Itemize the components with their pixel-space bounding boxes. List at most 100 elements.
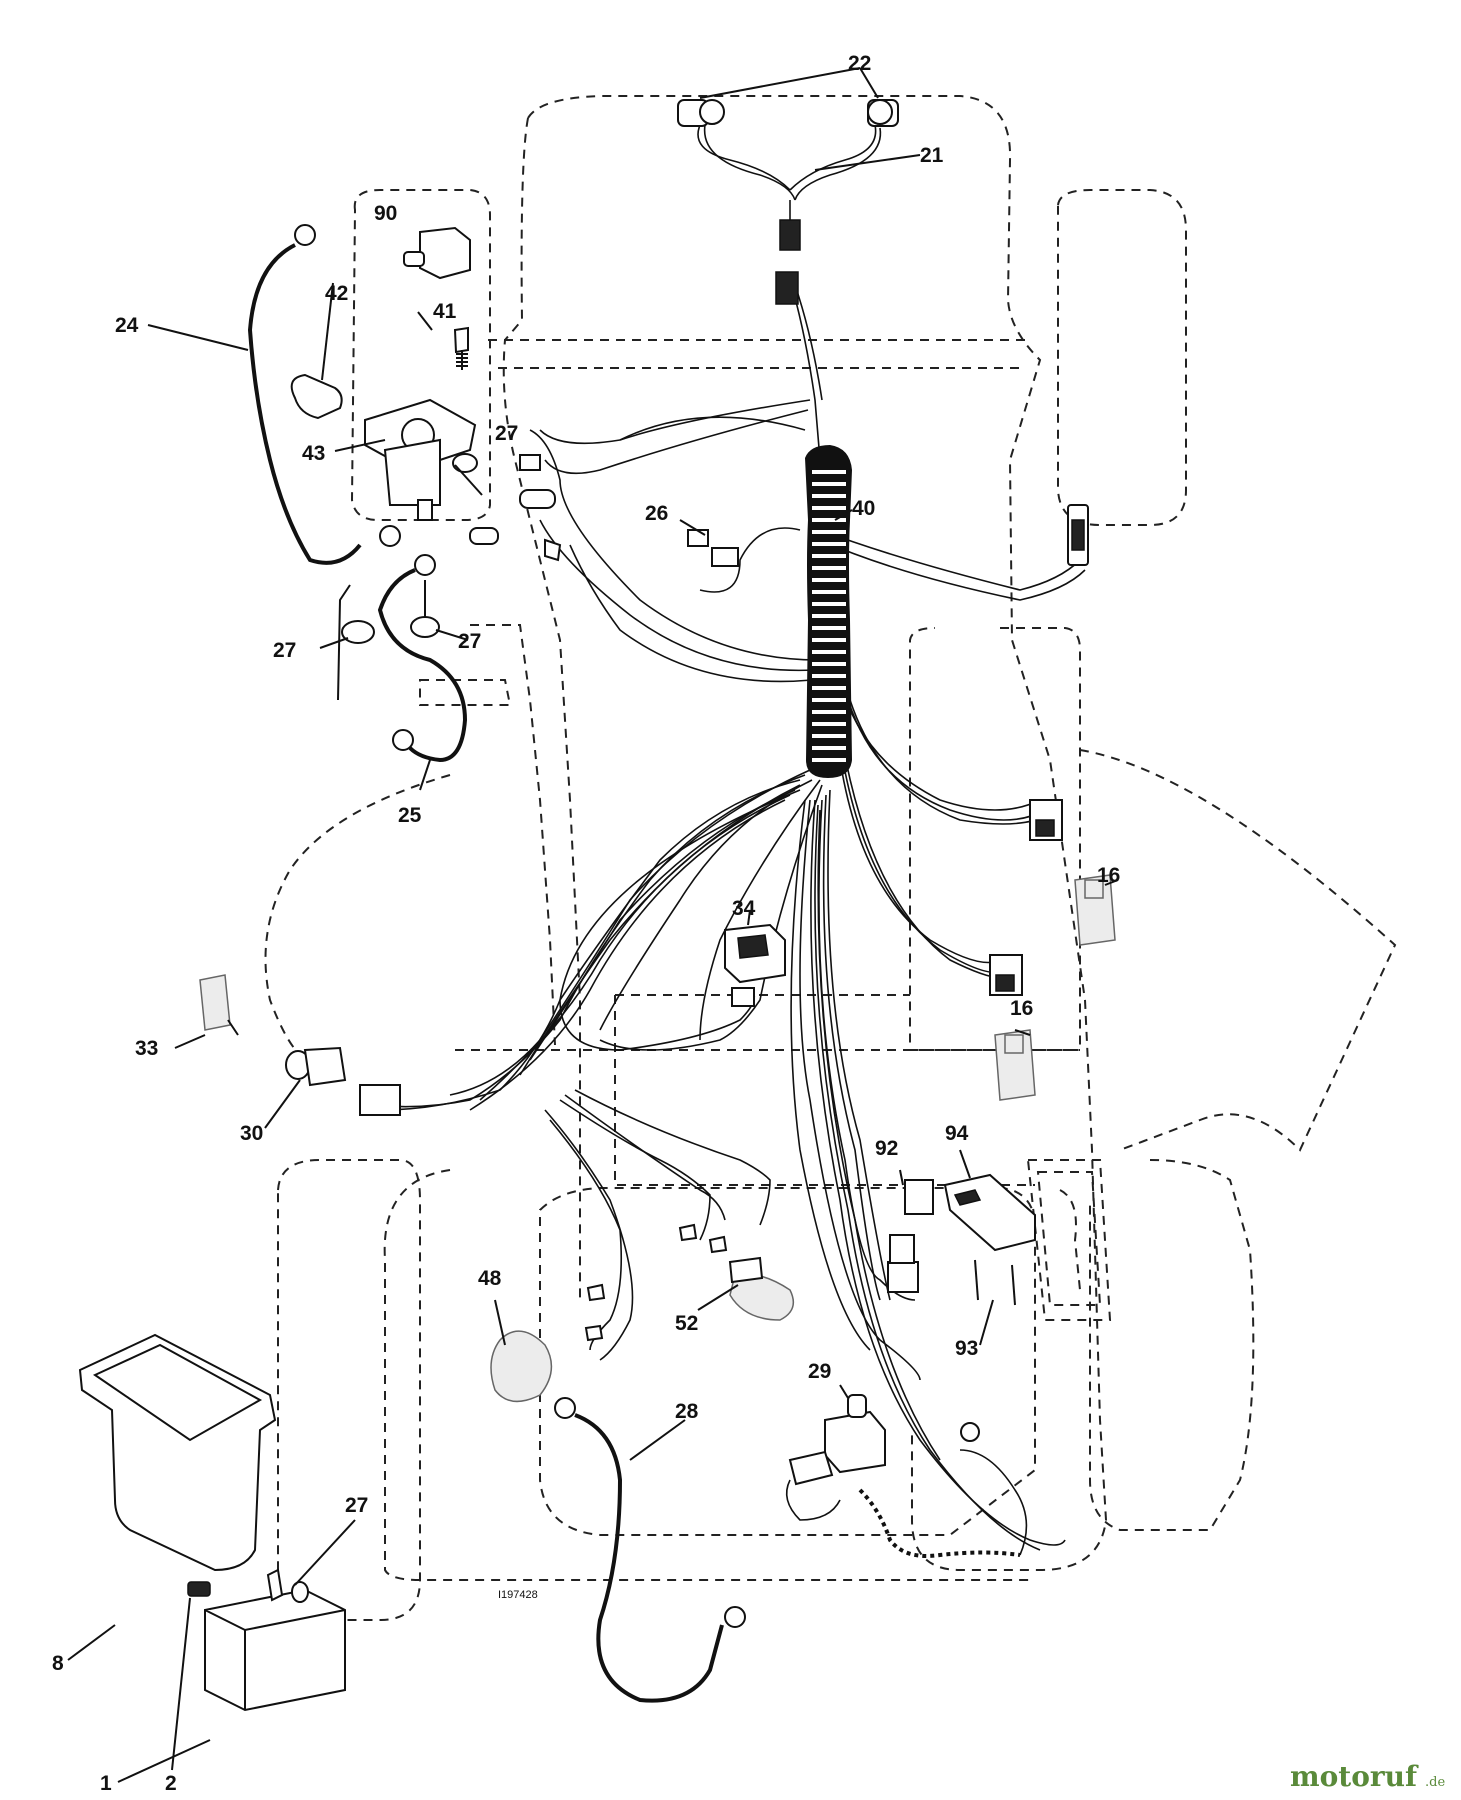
callout-22: 22 [848,52,871,75]
part-90 [419,226,471,280]
ground-ring-29 [960,1422,980,1442]
bolt-2 [187,1581,211,1597]
fuse-26-left [687,529,709,547]
terminal-bracket [519,454,541,471]
solenoid-terminals [469,454,562,562]
callout-42: 42 [325,282,348,305]
callout-1: 1 [100,1772,112,1795]
main-harness [374,279,1086,1551]
inline-connector [469,527,499,545]
callout-24: 24 [115,314,139,337]
tray-8-rim [92,1343,263,1442]
battery-1-body [204,1588,346,1712]
lamps [490,1223,795,1403]
module-94-detail [953,1189,982,1206]
callout-2: 2 [165,1772,177,1795]
callout-29: 29 [808,1360,831,1383]
battery-1 [187,1568,346,1712]
callout-leaders [67,67,1119,1783]
harness-sleeve-40 [805,445,852,778]
switches-16 [994,874,1116,1101]
callout-34: 34 [732,897,756,920]
callout-33: 33 [135,1037,158,1060]
connector-92-mid [889,1234,915,1264]
headlight-connector-female [775,271,799,305]
watermark-tld: .de [1425,1775,1445,1790]
spade-terminal [544,538,562,562]
callout-27-top: 27 [495,422,518,445]
callout-16-lower: 16 [1010,997,1033,1020]
bolt-41-head [453,326,469,354]
callout-27-left: 27 [273,639,296,662]
connector-lower-right-pins [995,974,1015,992]
switch-16-upper-button [1084,879,1104,899]
nut-27-left [341,620,375,644]
cable-28-ring-bottom [724,1606,746,1628]
switch-34-rocker [737,934,769,959]
part-90-stud [403,251,425,267]
fuse-26 [687,529,739,567]
callout-93: 93 [955,1337,978,1360]
callout-94: 94 [945,1122,969,1145]
switch-34 [724,923,786,1007]
callout-52: 52 [675,1312,698,1335]
callout-21: 21 [920,144,944,167]
module-94 [943,1173,1036,1252]
cable-24-ring-bottom [379,525,401,547]
key-33 [199,974,239,1036]
pto-29-knob [847,1394,867,1418]
cable-25-ring-top [414,554,436,576]
fuse-26-right [711,547,739,567]
connector-upper-right-pins [1035,819,1055,837]
callout-8: 8 [52,1652,64,1675]
battery-tray-8 [78,1333,277,1572]
key-33-head [199,974,231,1031]
connector-92-lower [887,1261,919,1293]
chassis-outline [264,95,1397,1621]
ignition-30-body [303,1046,347,1087]
seat-switch-group [887,1173,1036,1306]
ignition-30-connector [359,1084,401,1116]
callout-labels: 22 21 90 24 42 41 43 27 26 40 27 27 25 1… [52,52,1120,1795]
callout-16-upper: 16 [1097,864,1120,887]
callout-30: 30 [240,1122,263,1145]
cable-25-ring-bottom [392,729,414,751]
boot-42 [290,373,343,420]
headlight-connector-male [779,219,801,251]
callout-41: 41 [433,300,457,323]
fuse-holder [519,489,556,509]
lamp-48-terminals [584,1283,606,1342]
callout-92: 92 [875,1137,898,1160]
callout-90: 90 [374,202,397,225]
right-headlight-lens [867,99,893,125]
callout-28: 28 [675,1400,699,1423]
top-right-connector [1067,504,1089,566]
pto-29-body [824,1410,886,1474]
callout-26: 26 [645,502,668,525]
nut-27-upper [452,453,478,473]
left-headlight-lens [699,99,725,125]
pto-29-connector [788,1450,834,1486]
nut-27-battery [291,1581,309,1603]
cable-28 [554,1397,746,1703]
key-33-blade [227,1019,239,1036]
ignition-switch-30 [285,1046,401,1116]
callout-40: 40 [852,497,875,520]
figure-id: I197428 [498,1589,538,1601]
lamp-52-socket [728,1256,764,1284]
battery-cables [247,224,468,763]
watermark: motoruf .de [1290,1760,1445,1793]
connector-92 [904,1179,934,1215]
solenoid-43-post [417,499,433,521]
right-connectors [989,799,1063,996]
solenoid-group [290,226,478,521]
callout-43: 43 [302,442,325,465]
switch-34-connector [731,987,755,1007]
pto-switch-29 [785,1394,1028,1558]
solenoid-43-body [383,438,441,506]
connector-right-upper-pins [1071,519,1085,551]
watermark-brand: motoruf [1290,1760,1419,1793]
callout-27-battery: 27 [345,1494,368,1517]
callout-25: 25 [398,804,422,827]
